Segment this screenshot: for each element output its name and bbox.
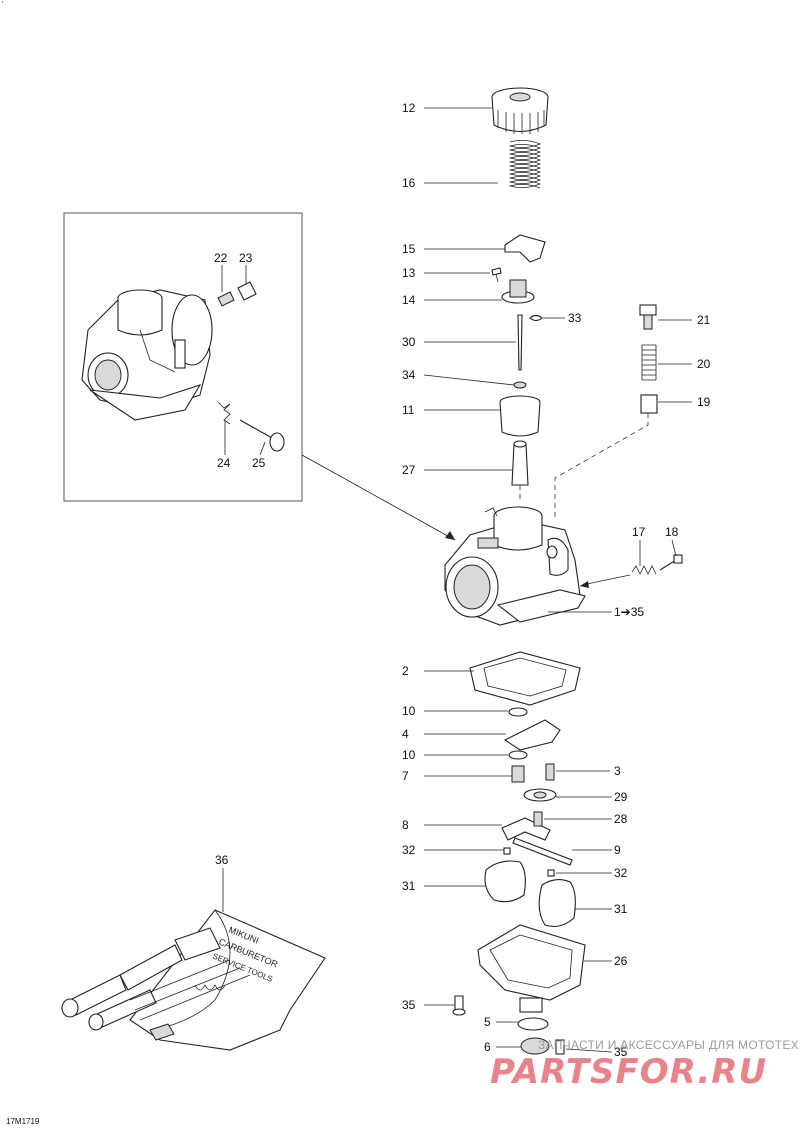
drawing-code: 17M1719 [6, 1117, 40, 1126]
callout-9: 9 [614, 843, 621, 857]
part-21-fitting [639, 304, 657, 330]
callout-26: 26 [614, 954, 628, 968]
part-11-slide [499, 395, 541, 437]
callout-22: 22 [214, 251, 228, 265]
part-4-plate [503, 719, 561, 751]
callout-32-right: 32 [614, 866, 628, 880]
part-7-main-jet [511, 765, 525, 783]
callout-15: 15 [402, 242, 416, 256]
callout-10-lower: 10 [402, 748, 416, 762]
part-24-spring [217, 401, 231, 425]
callout-21: 21 [697, 313, 711, 327]
callout-11: 11 [402, 403, 415, 417]
callout-34: 34 [402, 368, 416, 382]
callout-28: 28 [614, 812, 628, 826]
callout-35-right: 35 [614, 1045, 628, 1059]
callout-33: 33 [568, 311, 582, 325]
watermark-caption: ЗАПЧАСТИ И АКСЕССУАРЫ ДЛЯ МОТОТЕХНИКИ [538, 1038, 800, 1052]
callout-19: 19 [697, 395, 711, 409]
part-6-drain-plug [520, 1037, 550, 1055]
part-34-washer [513, 381, 527, 389]
watermark-logo: PARTSFOR.RU [490, 1052, 768, 1092]
callout-20: 20 [697, 357, 711, 371]
part-9-pin [512, 837, 573, 866]
part-15-plate [504, 234, 546, 263]
callout-35-left: 35 [402, 998, 416, 1012]
callout-29: 29 [614, 790, 628, 804]
part-8-float-arm [501, 817, 551, 841]
part-30-needle [517, 314, 523, 371]
callout-36: 36 [215, 853, 229, 867]
callout-18: 18 [665, 525, 679, 539]
part-13-screw [491, 267, 502, 283]
dashed-installation-line [554, 413, 649, 520]
inset-pointer-arrow [301, 454, 456, 541]
callout-13: 13 [402, 266, 416, 280]
part-22-screw [217, 291, 235, 307]
callout-14: 14 [402, 293, 416, 307]
callout-24: 24 [217, 456, 231, 470]
part-17-spring [631, 565, 657, 575]
part-10-o-ring-lower [508, 750, 528, 760]
callout-27: 27 [402, 463, 416, 477]
callout-31-left: 31 [402, 879, 416, 893]
callout-4: 4 [402, 727, 409, 741]
part-16-spring [508, 140, 542, 189]
part-10-o-ring-upper [508, 707, 528, 717]
callout-30: 30 [402, 335, 416, 349]
part-35-screw-left [452, 995, 466, 1016]
callout-25: 25 [252, 456, 266, 470]
callout-8: 8 [402, 818, 409, 832]
part-36-tool-kit: MIKUNI CARBURETOR SERVICE TOOLS [61, 909, 326, 1051]
part-20-spring [641, 344, 657, 381]
part-32-screws [503, 847, 555, 877]
callout-1-to-35: 1➔35 [614, 605, 644, 619]
inset-frame [63, 212, 303, 502]
part-26-float-bowl [477, 924, 586, 1013]
part-27-jet-needle [511, 440, 529, 486]
part-12-cap [491, 87, 549, 134]
part-1-carburetor-body [444, 506, 586, 626]
part-19-adjuster [640, 394, 658, 414]
callout-12: 12 [402, 101, 416, 115]
corner-mark: ' [2, 0, 4, 9]
callout-10-upper: 10 [402, 704, 416, 718]
part-23-plug [237, 281, 257, 301]
callout-32-left: 32 [402, 843, 416, 857]
part-18-screw [659, 554, 683, 571]
callout-7: 7 [402, 769, 409, 783]
part-2-gasket [469, 651, 581, 706]
callout-3: 3 [614, 764, 621, 778]
callout-2: 2 [402, 664, 409, 678]
inset-carburetor [81, 289, 213, 421]
part-29-float-seat [523, 788, 557, 802]
callout-5: 5 [484, 1015, 491, 1029]
callout-17: 17 [632, 525, 646, 539]
callout-31-right: 31 [614, 902, 628, 916]
part-28-needle-valve [533, 811, 543, 827]
part-33-clip [529, 314, 543, 322]
part-35-screw-right [555, 1039, 565, 1055]
part-3-pilot-jet [545, 763, 555, 781]
callout-23: 23 [239, 251, 253, 265]
arrow-to-body [581, 574, 631, 586]
part-25-screw [239, 419, 285, 452]
part-5-gasket [517, 1017, 549, 1031]
callout-6: 6 [484, 1040, 491, 1054]
inset-detail: 22 23 24 25 [63, 212, 303, 502]
inset-arrowhead [445, 531, 455, 540]
part-14-holder [501, 279, 535, 304]
callout-16: 16 [402, 176, 416, 190]
part-31-floats [484, 860, 576, 927]
